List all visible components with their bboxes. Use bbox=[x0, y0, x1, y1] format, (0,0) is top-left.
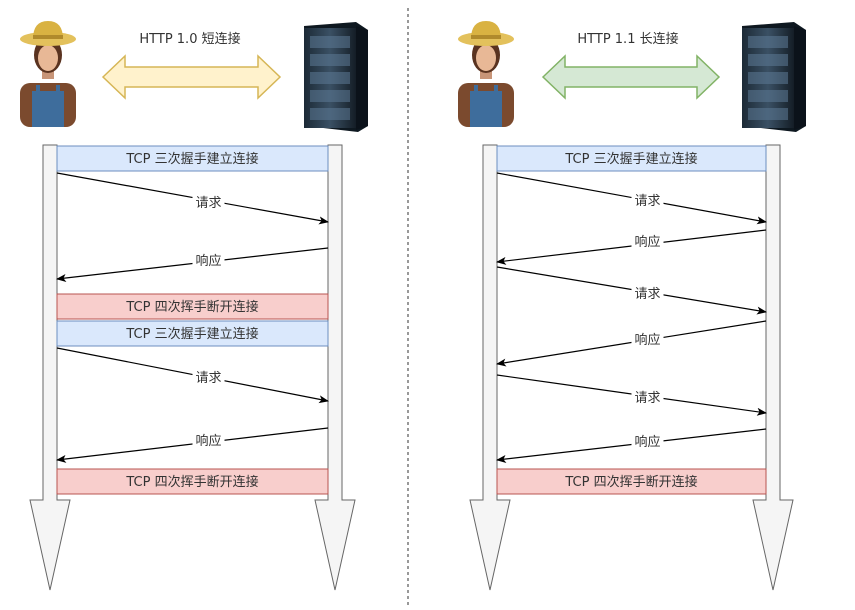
message-label: 请求 bbox=[634, 287, 660, 302]
message-label-bg bbox=[631, 434, 664, 449]
right-panel: HTTP 1.1 长连接 bbox=[458, 21, 806, 132]
request-message: 请求 bbox=[56, 347, 329, 404]
message-label-bg bbox=[631, 193, 664, 208]
message-label-bg bbox=[192, 433, 225, 448]
tcp-handshake-box: TCP 三次握手建立连接 bbox=[496, 145, 767, 172]
message-label-bg bbox=[192, 253, 225, 268]
box-label: TCP 三次握手建立连接 bbox=[564, 151, 697, 167]
tcp-teardown-box: TCP 四次挥手断开连接 bbox=[56, 293, 329, 320]
message-label-bg bbox=[631, 332, 664, 347]
server-icon bbox=[742, 22, 806, 132]
response-message: 响应 bbox=[496, 428, 767, 463]
message-label: 请求 bbox=[634, 391, 660, 406]
request-message: 请求 bbox=[496, 374, 767, 416]
message-label: 响应 bbox=[195, 433, 221, 449]
message-label: 请求 bbox=[195, 196, 221, 211]
server-lifeline bbox=[314, 144, 356, 591]
response-message: 响应 bbox=[496, 229, 767, 265]
box-rect bbox=[496, 468, 767, 495]
message-label: 请求 bbox=[634, 194, 660, 209]
client-lifeline bbox=[29, 144, 71, 591]
left-panel: HTTP 1.0 短连接 bbox=[20, 21, 368, 132]
message-label-bg bbox=[631, 234, 664, 249]
box-label: TCP 三次握手建立连接 bbox=[125, 326, 258, 342]
message-label-bg bbox=[631, 390, 664, 405]
server-lifeline bbox=[752, 144, 794, 591]
title-arrow: HTTP 1.1 长连接 bbox=[541, 31, 721, 100]
message-label-bg bbox=[192, 370, 225, 385]
tcp-handshake-box: TCP 三次握手建立连接 bbox=[56, 145, 329, 172]
request-message: 请求 bbox=[496, 172, 767, 225]
message-label: 请求 bbox=[195, 371, 221, 386]
box-rect bbox=[56, 293, 329, 320]
title-arrow: HTTP 1.0 短连接 bbox=[101, 31, 282, 100]
request-message: 请求 bbox=[496, 266, 767, 315]
box-rect bbox=[56, 145, 329, 172]
client-icon bbox=[458, 21, 514, 127]
box-label: TCP 四次挥手断开连接 bbox=[564, 474, 697, 490]
message-label-bg bbox=[631, 286, 664, 301]
message-label-bg bbox=[192, 195, 225, 210]
box-label: TCP 三次握手建立连接 bbox=[125, 151, 258, 167]
message-label: 响应 bbox=[195, 253, 221, 269]
right-panel-title: HTTP 1.1 长连接 bbox=[577, 31, 678, 47]
message-label: 响应 bbox=[634, 434, 660, 450]
right-lifelines bbox=[469, 144, 794, 591]
message-label: 响应 bbox=[634, 234, 660, 250]
tcp-teardown-box: TCP 四次挥手断开连接 bbox=[496, 468, 767, 495]
client-lifeline bbox=[469, 144, 511, 591]
box-rect bbox=[56, 468, 329, 495]
client-icon bbox=[20, 21, 76, 127]
tcp-teardown-box: TCP 四次挥手断开连接 bbox=[56, 468, 329, 495]
box-label: TCP 四次挥手断开连接 bbox=[125, 299, 258, 315]
message-label: 响应 bbox=[634, 332, 660, 348]
server-icon bbox=[304, 22, 368, 132]
tcp-handshake-box: TCP 三次握手建立连接 bbox=[56, 320, 329, 347]
left-panel-title: HTTP 1.0 短连接 bbox=[139, 31, 240, 47]
box-label: TCP 四次挥手断开连接 bbox=[125, 474, 258, 490]
response-message: 响应 bbox=[56, 247, 329, 282]
left-lifelines bbox=[29, 144, 356, 591]
response-message: 响应 bbox=[496, 320, 767, 367]
box-rect bbox=[496, 145, 767, 172]
response-message: 响应 bbox=[56, 427, 329, 463]
request-message: 请求 bbox=[56, 172, 329, 225]
box-rect bbox=[56, 320, 329, 347]
